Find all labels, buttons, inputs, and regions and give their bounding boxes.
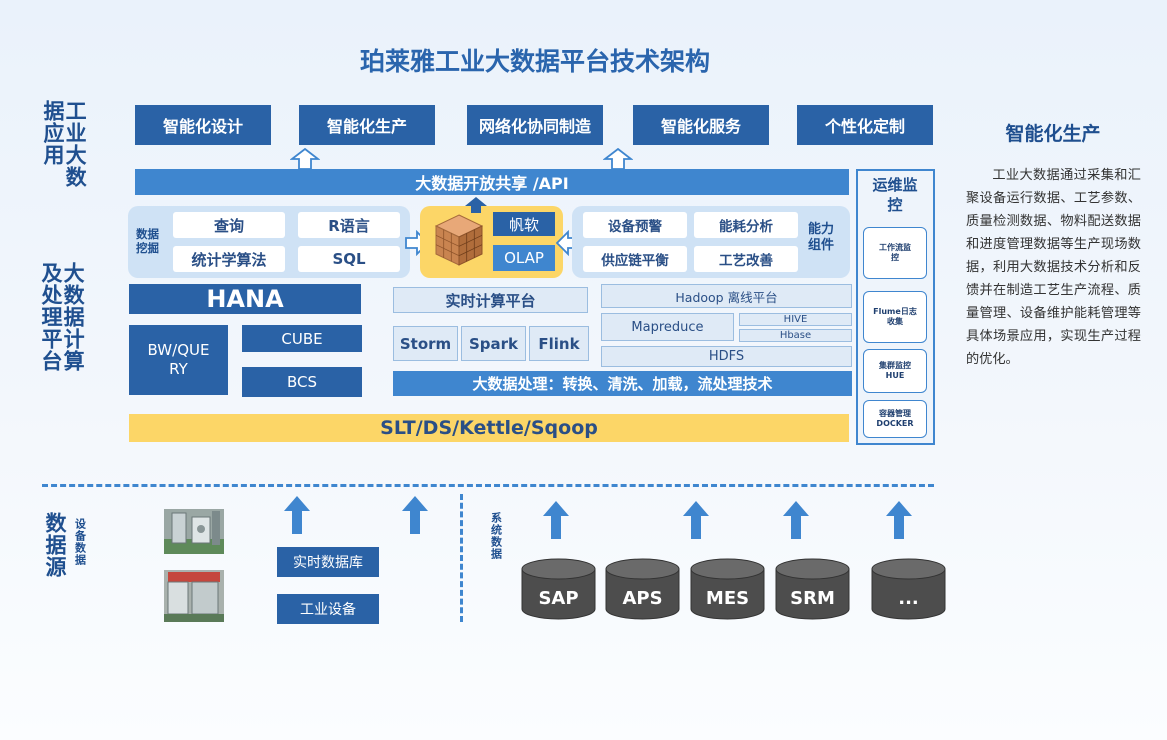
- db-aps: APS: [605, 558, 680, 620]
- layer-label-compute: 大数据计算及处理平台: [39, 262, 86, 372]
- ops-flume-log: Flume日志收集: [863, 291, 927, 343]
- database-icon: [690, 558, 765, 620]
- capability-device-warning: 设备预警: [583, 212, 687, 238]
- database-icon: [775, 558, 850, 620]
- db-srm: SRM: [775, 558, 850, 620]
- ops-cluster-hue: 集群监控HUE: [863, 349, 927, 393]
- db-label: APS: [622, 588, 663, 609]
- page-title: 珀莱雅工业大数据平台技术架构: [359, 47, 710, 76]
- hana-cube: CUBE: [242, 325, 362, 352]
- realtime-platform-title: 实时计算平台: [393, 287, 588, 313]
- app-smart-design: 智能化设计: [135, 105, 271, 145]
- equipment-photo-2: [164, 570, 224, 622]
- capability-energy-analysis: 能耗分析: [694, 212, 798, 238]
- hadoop-platform-title: Hadoop 离线平台: [601, 284, 852, 308]
- solid-up-arrow-icon: [402, 496, 428, 534]
- db-label: SAP: [538, 588, 579, 609]
- hana-bcs: BCS: [242, 367, 362, 397]
- capability-label: 能力组件: [808, 222, 835, 253]
- app-network-manufacturing: 网络化协同制造: [467, 105, 603, 145]
- realtime-spark: Spark: [461, 326, 526, 361]
- layer-label-system-data: 系统数据: [489, 512, 503, 560]
- side-title: 智能化生产: [1005, 123, 1101, 145]
- database-icon: [871, 558, 946, 620]
- ops-docker: 容器管理DOCKER: [863, 400, 927, 438]
- ops-workflow-monitor: 工作流监控: [863, 227, 927, 279]
- app-smart-production: 智能化生产: [299, 105, 435, 145]
- fanruan-box: 帆软: [493, 212, 555, 236]
- hana-title: HANA: [129, 284, 361, 314]
- realtime-storm: Storm: [393, 326, 458, 361]
- hadoop-mapreduce: Mapreduce: [601, 313, 734, 341]
- capability-process-improve: 工艺改善: [694, 246, 798, 272]
- capability-supply-balance: 供应链平衡: [583, 246, 687, 272]
- separator-horizontal: [42, 484, 934, 487]
- separator-vertical: [460, 494, 463, 622]
- source-industrial-device: 工业设备: [277, 594, 379, 624]
- db-label: MES: [705, 588, 750, 609]
- processing-bar: 大数据处理：转换、清洗、加载，流处理技术: [393, 371, 852, 396]
- solid-up-arrow-icon: [465, 197, 487, 213]
- mining-r-language: R语言: [298, 212, 400, 238]
- db-sap: SAP: [521, 558, 596, 620]
- db-more: ...: [871, 558, 946, 620]
- side-description: 工业大数据通过采集和汇聚设备运行数据、工艺参数、质量检测数据、物料配送数据和进度…: [966, 168, 1141, 367]
- hollow-up-arrow-icon: [290, 148, 320, 170]
- layer-label-device-data: 设备数据: [73, 518, 87, 566]
- olap-box: OLAP: [493, 245, 555, 271]
- hollow-up-arrow-icon: [603, 148, 633, 170]
- etl-bar: SLT/DS/Kettle/Sqoop: [129, 414, 849, 442]
- app-customization: 个性化定制: [797, 105, 933, 145]
- hadoop-hive: HIVE: [739, 313, 852, 326]
- solid-up-arrow-icon: [783, 501, 809, 539]
- db-mes: MES: [690, 558, 765, 620]
- mining-sql: SQL: [298, 246, 400, 272]
- equipment-photo-1: [164, 509, 224, 554]
- ops-monitoring-title: 运维监控: [872, 176, 918, 214]
- solid-up-arrow-icon: [284, 496, 310, 534]
- mining-statistics: 统计学算法: [173, 246, 285, 272]
- api-bar: 大数据开放共享 /API: [135, 169, 849, 195]
- cube-icon: [434, 214, 484, 266]
- source-realtime-db: 实时数据库: [277, 547, 379, 577]
- hana-bw-query: BW/QUERY: [129, 325, 228, 395]
- solid-up-arrow-icon: [886, 501, 912, 539]
- layer-label-application: 工业大数据应用: [41, 100, 88, 188]
- solid-up-arrow-icon: [543, 501, 569, 539]
- db-label: ...: [898, 588, 919, 609]
- database-icon: [521, 558, 596, 620]
- layer-label-source: 数据源: [43, 512, 68, 578]
- app-smart-service: 智能化服务: [633, 105, 769, 145]
- solid-up-arrow-icon: [683, 501, 709, 539]
- database-icon: [605, 558, 680, 620]
- hadoop-hdfs: HDFS: [601, 346, 852, 367]
- mining-query: 查询: [173, 212, 285, 238]
- db-label: SRM: [790, 588, 835, 609]
- realtime-flink: Flink: [529, 326, 589, 361]
- hadoop-hbase: Hbase: [739, 329, 852, 342]
- data-mining-label: 数据挖掘: [136, 227, 159, 255]
